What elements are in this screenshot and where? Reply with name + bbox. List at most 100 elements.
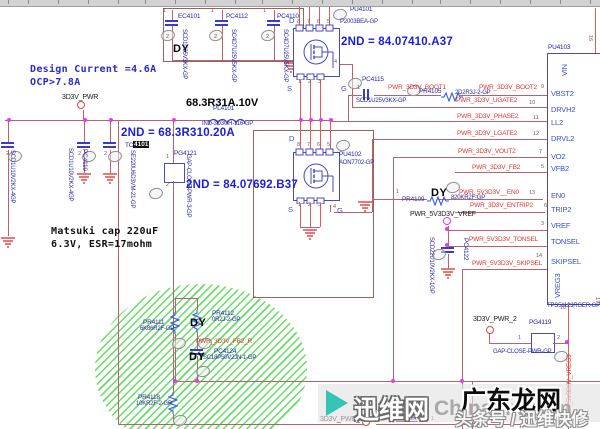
wire [245, 120, 330, 121]
refdes-pu4102: PU4102 [339, 151, 362, 158]
watermark-brand-name: 广东龙网 [461, 387, 562, 415]
junction-dot [194, 378, 199, 383]
junction-dot [308, 117, 313, 122]
ruler-tick [382, 0, 383, 4]
part-number: SCD1U10V2KX-4GP [67, 148, 73, 202]
mosfet-symbol [293, 24, 341, 85]
pinnum-text: 4 [334, 59, 338, 65]
ic-pin-trip2: TRIP2 [551, 205, 572, 214]
wire [553, 343, 568, 344]
watermark-tagline: 头条号 / 迅维快修 [455, 410, 589, 429]
junction-dot [298, 117, 303, 122]
pinnum-text: 10 [529, 100, 536, 106]
part-number: TPS51123RGER-GP [547, 303, 600, 309]
fet-drain-label: D [289, 16, 295, 25]
ruler-tick [500, 0, 501, 4]
cap-note-line2: 6.3V, ESR=17mohm [51, 239, 153, 250]
wire [448, 246, 547, 247]
ruler-tick [470, 0, 471, 4]
pinnum-text: 2 [166, 34, 170, 40]
net-label: PWR_3D3V_PHASE2 [457, 113, 519, 120]
wire [274, 26, 275, 60]
ruler-tick [28, 0, 29, 4]
junction-dot [444, 242, 449, 247]
pinnum-text: 16 [587, 35, 593, 42]
net-label: PWR_5V3D3V_TONSEL [469, 236, 539, 243]
wire [489, 343, 531, 344]
ruler-tick [8, 0, 9, 4]
dy-mark: DY [173, 43, 190, 55]
wire [462, 269, 547, 270]
ground-symbol [284, 62, 298, 74]
part-number: GAP-CLOSE-PWR-3-GP [185, 154, 191, 218]
ruler-tick [440, 0, 441, 4]
ic-pin-en0: EN0 [551, 191, 565, 200]
ruler-tick [88, 0, 89, 4]
ruler-tick [118, 0, 119, 4]
net-label: PWR_5V3D3V__EN0 [459, 189, 519, 196]
wire [595, 8, 596, 53]
junction-dot [82, 117, 87, 122]
ruler-tick [322, 0, 323, 4]
wire [118, 120, 119, 424]
ic-pin-vbst2: VBST2 [551, 89, 574, 98]
refdes-ec4101: EC4101 [178, 13, 201, 20]
net-label: PWR_3D3V_UGATE2 [456, 97, 518, 104]
part-number: SCD22U10V2KX-1GP [428, 237, 434, 294]
refdes-pc4112: PC4112 [226, 13, 248, 20]
wire [329, 6, 330, 28]
mosfet-symbol [293, 148, 341, 209]
junction-dot [459, 378, 464, 383]
pinnum-text: 3 [541, 221, 545, 227]
wire [84, 120, 85, 143]
ruler-tick [530, 0, 531, 4]
pinnum-text: 13 [529, 190, 536, 196]
resistor-symbol [441, 89, 463, 107]
dy-mark: DY [189, 351, 206, 363]
wire [489, 332, 490, 343]
wire [393, 157, 547, 158]
pinnum-text: 8 [297, 142, 301, 148]
wire [197, 298, 198, 310]
resistor-symbol [169, 312, 181, 339]
wire [348, 95, 362, 96]
wire [300, 77, 301, 120]
ruler-tick [560, 0, 561, 4]
ic-pin-vref: VREF [551, 221, 571, 230]
net-pwr-5v3d3v-vref: PWR_5V3D3V_VREF [410, 211, 476, 218]
wire [320, 77, 321, 120]
wire [300, 120, 301, 152]
junction-dot [172, 378, 177, 383]
refdes-pr4118: PR4118 [138, 394, 160, 401]
ic-pin-drvh2: DRVH2 [551, 105, 576, 114]
pinnum-text: 2 [78, 151, 82, 157]
pinnum-text: 1 [166, 154, 170, 160]
refdes-pc4110: PC4110 [277, 13, 299, 20]
wire [8, 120, 9, 144]
pinnum-text: 1 [263, 8, 267, 14]
fet-drain-label: D [289, 134, 295, 143]
ground-symbol [77, 173, 91, 185]
wire [310, 120, 311, 152]
wire [448, 226, 449, 246]
resistor-symbol [191, 310, 203, 337]
junction-dot [444, 226, 449, 231]
part-number: SE220U6D3VM-21-GP [129, 150, 135, 209]
pinnum-text: 2 [6, 151, 10, 157]
refdes-pl4101: PL4101 [213, 105, 235, 112]
net-terminal-circle [486, 326, 494, 334]
wire [448, 254, 449, 268]
pinnum-text: 1 [357, 85, 361, 91]
part-number: 6K86R2F-GP [140, 326, 175, 332]
pinnum-text: 6 [317, 19, 321, 25]
pinnum-text: 6 [317, 142, 321, 148]
pinnum-text: 5 [327, 142, 331, 148]
ruler-tick [412, 0, 413, 4]
wire [222, 10, 223, 20]
pinnum-text: 12 [533, 131, 540, 137]
pinnum-text: 2 [557, 335, 561, 341]
wire [320, 200, 321, 227]
ic-pin-ll2: LL2 [551, 118, 563, 127]
refdes-pu4101: PU4101 [350, 6, 373, 13]
pinnum-text: 3 [318, 202, 322, 208]
